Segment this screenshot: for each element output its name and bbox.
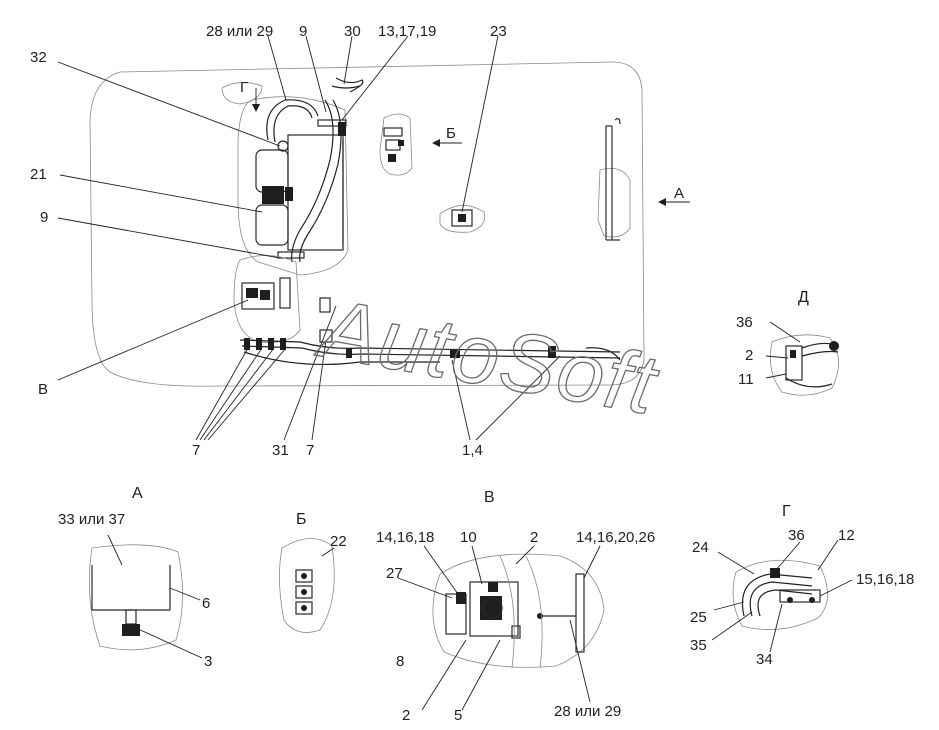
label-35: 35: [690, 637, 707, 654]
label-11: 11: [738, 371, 754, 388]
label-8: 8: [396, 653, 404, 670]
label-21: 21: [30, 166, 47, 183]
label-9-top: 9: [299, 23, 307, 40]
label-7-right: 7: [306, 442, 314, 459]
label-2-d: 2: [745, 347, 753, 364]
right-panel-a: [597, 118, 631, 241]
label-14-16-20-26: 14,16,20,26: [576, 529, 655, 546]
view-arrow-a-label: А: [674, 185, 684, 202]
label-36-d: 36: [736, 314, 753, 331]
label-7-left: 7: [192, 442, 200, 459]
label-13-17-19: 13,17,19: [378, 23, 436, 40]
label-10: 10: [460, 529, 477, 546]
label-22: 22: [330, 533, 347, 550]
view-arrow-b-label: Б: [446, 125, 456, 142]
label-25: 25: [690, 609, 707, 626]
view-arrows: [252, 88, 690, 206]
label-2-v-bottom: 2: [402, 707, 410, 724]
label-14-16-18: 14,16,18: [376, 529, 434, 546]
panel-b-region: [379, 113, 413, 176]
cab-outline: [89, 61, 645, 387]
detail-v: [397, 545, 605, 711]
label-12: 12: [838, 527, 855, 544]
callout-labels: 32 28 или 29 9 30 13,17,19 23 Г Б А 21 9…: [30, 23, 914, 724]
label-6: 6: [202, 595, 210, 612]
label-28-or-29-bottom: 28 или 29: [554, 703, 621, 720]
harness-region-v: [233, 255, 621, 366]
label-36-g: 36: [788, 527, 805, 544]
detail-a: [88, 534, 203, 659]
label-30: 30: [344, 23, 361, 40]
label-15-16-18: 15,16,18: [856, 571, 914, 588]
detail-d: [765, 321, 839, 396]
main-leaders: [57, 35, 561, 441]
label-28-or-29-top: 28 или 29: [206, 23, 273, 40]
label-24: 24: [692, 539, 709, 556]
detail-g: [711, 539, 853, 653]
watermark-text: AutoSoft: [310, 280, 666, 432]
label-1-4: 1,4: [462, 442, 483, 459]
detail-a-title: А: [132, 485, 143, 502]
label-23: 23: [490, 23, 507, 40]
label-33-or-37: 33 или 37: [58, 511, 125, 528]
detail-g-title: Г: [782, 503, 791, 520]
label-9-side: 9: [40, 209, 48, 226]
label-34: 34: [756, 651, 773, 668]
detail-b: [279, 538, 335, 633]
detail-d-title: Д: [798, 289, 809, 306]
label-3: 3: [204, 653, 212, 670]
detail-b-title: Б: [296, 511, 307, 528]
left-unit-assembly: [237, 77, 364, 276]
label-31: 31: [272, 442, 289, 459]
label-5: 5: [454, 707, 462, 724]
detail-v-title: В: [484, 489, 495, 506]
label-32: 32: [30, 49, 47, 66]
label-2-v-top: 2: [530, 529, 538, 546]
view-arrow-g-label: Г: [240, 79, 248, 96]
label-v-left: В: [38, 381, 48, 398]
label-27: 27: [386, 565, 403, 582]
